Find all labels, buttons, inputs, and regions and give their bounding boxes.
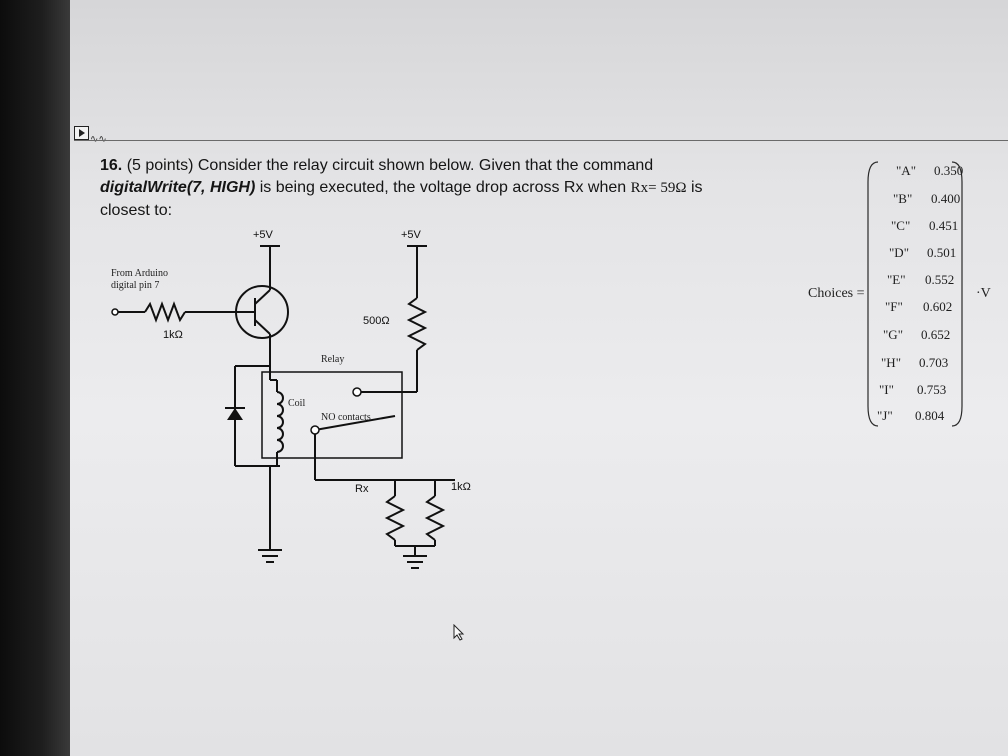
choice-item-f[interactable]: "F" 0.602 <box>885 299 952 315</box>
base-resistor-label: 1kΩ <box>163 329 183 341</box>
choice-value: 0.400 <box>931 191 961 206</box>
choice-key: "I" <box>879 382 894 397</box>
rx-label: Rx <box>355 483 369 495</box>
rx-resistor-symbol <box>384 495 406 541</box>
relay-label: Relay <box>321 354 344 365</box>
question-text-1: Consider the relay circuit shown below. … <box>197 157 654 174</box>
choice-key: "F" <box>885 299 903 314</box>
mouse-pointer-icon <box>453 624 465 641</box>
choice-key: "J" <box>877 408 893 423</box>
play-icon[interactable] <box>74 126 89 140</box>
choice-key: "E" <box>887 272 906 287</box>
question-number: 16. <box>100 157 123 174</box>
choice-item-a[interactable]: "A" 0.350 <box>896 163 963 179</box>
question-points: (5 points) <box>126 157 194 174</box>
choice-item-c[interactable]: "C" 0.451 <box>891 218 958 234</box>
choice-value: 0.451 <box>929 218 959 233</box>
choice-item-h[interactable]: "H" 0.703 <box>881 355 948 371</box>
choice-value: 0.501 <box>927 245 957 260</box>
choice-item-d[interactable]: "D" 0.501 <box>889 245 956 261</box>
supply-label-right: +5V <box>401 229 422 241</box>
choice-item-j[interactable]: "J" 0.804 <box>877 408 944 424</box>
coil-symbol <box>276 391 284 453</box>
load-resistor-symbol <box>424 495 446 541</box>
load-resistor-label: 1kΩ <box>451 481 471 493</box>
choice-key: "H" <box>881 355 902 370</box>
choice-key: "G" <box>883 327 904 342</box>
choice-value: 0.652 <box>921 327 951 342</box>
choice-value: 0.753 <box>917 382 947 397</box>
choice-key: "C" <box>891 218 911 233</box>
question-line-2: digitalWrite(7, HIGH) is being executed,… <box>100 179 703 197</box>
relay-box <box>261 371 403 459</box>
base-resistor-symbol <box>144 301 186 323</box>
question-line-3: closest to: <box>100 202 173 219</box>
rx-expression: Rx= 59Ω <box>630 180 687 196</box>
question-command: digitalWrite(7, HIGH) <box>100 179 256 196</box>
choice-item-i[interactable]: "I" 0.753 <box>879 382 946 398</box>
question-text-2-tail: is <box>690 179 703 196</box>
choice-key: "A" <box>896 163 917 178</box>
choices-brackets <box>867 161 963 427</box>
choice-item-e[interactable]: "E" 0.552 <box>887 272 954 288</box>
audio-wave-icon: ∿∿ <box>90 134 107 145</box>
coil-label: Coil <box>288 398 305 409</box>
contacts-label: NO contacts <box>321 412 371 423</box>
choice-item-g[interactable]: "G" 0.652 <box>883 327 950 343</box>
section-divider <box>74 140 1008 141</box>
choice-item-b[interactable]: "B" 0.400 <box>893 191 960 207</box>
choice-value: 0.703 <box>919 355 949 370</box>
input-label-1: From Arduino <box>111 268 168 279</box>
choice-key: "B" <box>893 191 913 206</box>
choices-unit: ·V <box>976 286 991 301</box>
supply-label-left: +5V <box>253 229 274 241</box>
choice-key: "D" <box>889 245 910 260</box>
choice-value: 0.350 <box>934 163 964 178</box>
collector-resistor-label: 500Ω <box>363 315 390 327</box>
choice-value: 0.552 <box>925 272 955 287</box>
choice-value: 0.804 <box>915 408 945 423</box>
choices-label: Choices = <box>808 286 865 301</box>
question-line-1: 16. (5 points) Consider the relay circui… <box>100 157 653 175</box>
relay-circuit-diagram: +5V +5V From Arduino digital pin 7 1kΩ 5… <box>111 229 471 569</box>
choice-value: 0.602 <box>923 299 953 314</box>
diode-symbol <box>227 408 243 420</box>
input-label-2: digital pin 7 <box>111 280 159 291</box>
collector-resistor-symbol <box>406 297 428 351</box>
monitor-bezel <box>0 0 70 756</box>
question-text-2: is being executed, the voltage drop acro… <box>259 179 627 196</box>
